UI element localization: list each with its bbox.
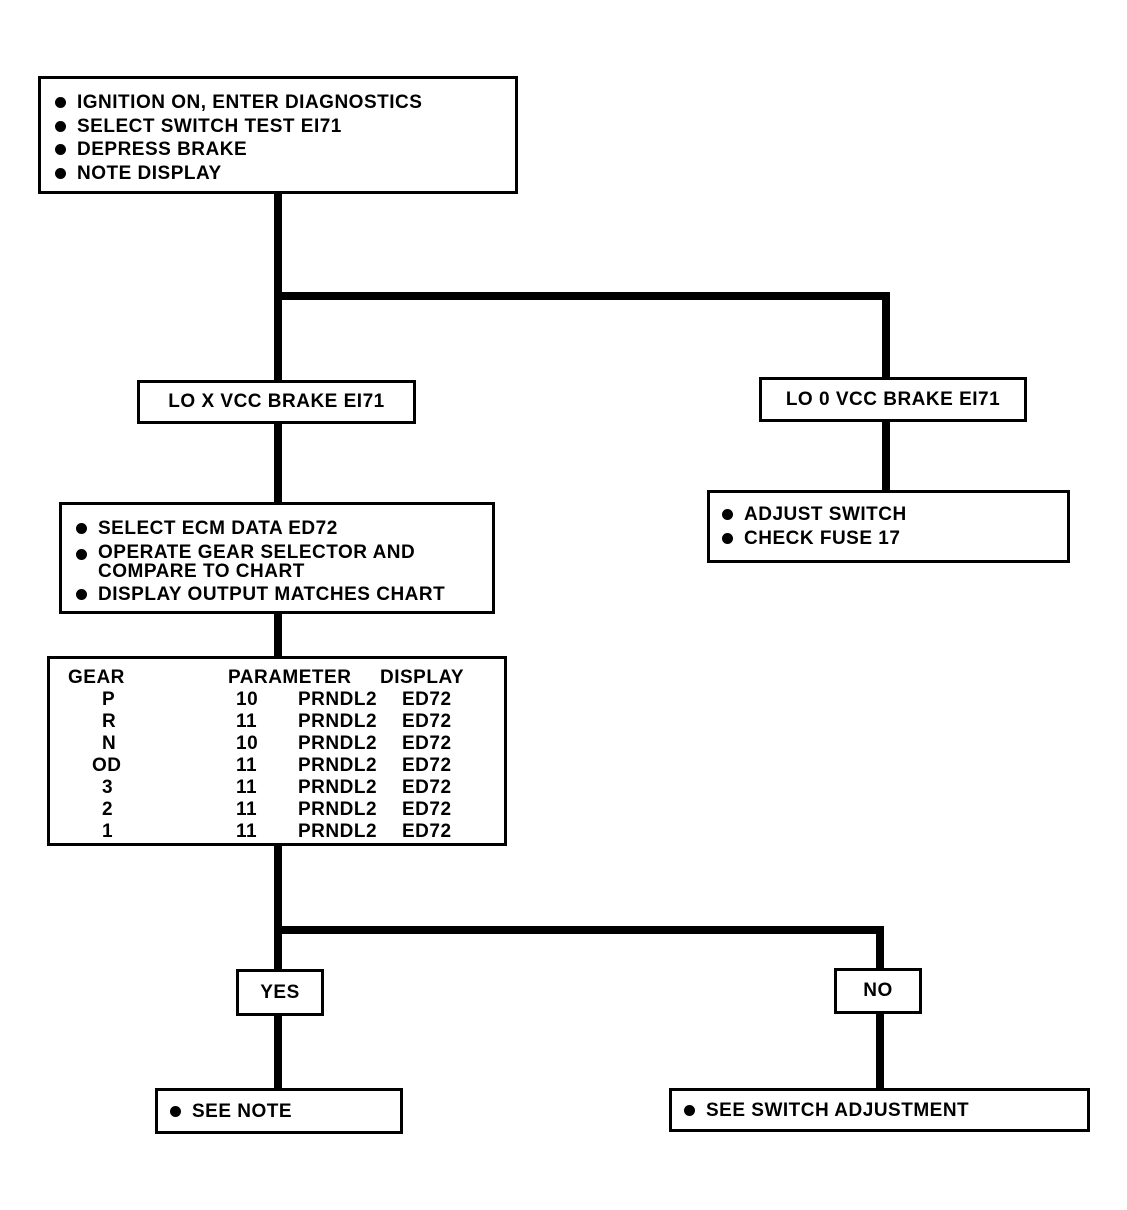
connector-right-label-down xyxy=(882,420,890,492)
bullet-icon xyxy=(76,523,87,534)
right-action-step: ADJUST SWITCH xyxy=(722,503,1067,527)
left-actions-list: SELECT ECM DATA ED72 OPERATE GEAR SELECT… xyxy=(76,517,492,606)
table-row: N 10 PRNDL2 ED72 xyxy=(102,733,452,754)
no-result-step: SEE SWITCH ADJUSTMENT xyxy=(684,1099,1087,1123)
gear-chart: GEAR PARAMETER DISPLAY P 10 PRNDL2 ED72 … xyxy=(50,659,504,843)
table-row: R 11 PRNDL2 ED72 xyxy=(102,711,452,732)
start-step: NOTE DISPLAY xyxy=(55,162,515,186)
bullet-icon xyxy=(684,1105,695,1116)
bullet-icon xyxy=(170,1106,181,1117)
start-steps-box: IGNITION ON, ENTER DIAGNOSTICS SELECT SW… xyxy=(38,76,518,194)
left-actions-box: SELECT ECM DATA ED72 OPERATE GEAR SELECT… xyxy=(59,502,495,614)
bullet-icon xyxy=(722,509,733,520)
header-parameter: PARAMETER xyxy=(228,667,352,688)
yes-result-step: SEE NOTE xyxy=(170,1100,400,1124)
bullet-icon xyxy=(76,548,87,560)
header-display: DISPLAY xyxy=(380,667,465,688)
connector-branch1-horizontal xyxy=(274,292,890,300)
start-steps-list: IGNITION ON, ENTER DIAGNOSTICS SELECT SW… xyxy=(55,91,515,185)
yes-result-list: SEE NOTE xyxy=(170,1100,400,1124)
connector-chart-down xyxy=(274,844,282,970)
connector-branch1-right-down xyxy=(882,292,890,378)
yes-label: YES xyxy=(236,969,324,1016)
yes-result-box: SEE NOTE xyxy=(155,1088,403,1134)
table-row: 1 11 PRNDL2 ED72 xyxy=(102,821,452,842)
connector-no-down xyxy=(876,1012,884,1090)
no-result-box: SEE SWITCH ADJUSTMENT xyxy=(669,1088,1090,1132)
right-result-label: LO 0 VCC BRAKE EI71 xyxy=(759,377,1027,422)
bullet-icon xyxy=(722,532,733,544)
start-step: SELECT SWITCH TEST EI71 xyxy=(55,115,515,139)
no-label: NO xyxy=(834,968,922,1014)
table-row: OD 11 PRNDL2 ED72 xyxy=(92,755,452,776)
gear-chart-header: GEAR PARAMETER DISPLAY xyxy=(50,667,504,689)
connector-left-label-down xyxy=(274,422,282,504)
bullet-icon xyxy=(55,120,66,132)
connector-branch2-right-down xyxy=(876,926,884,970)
header-gear: GEAR xyxy=(68,667,125,688)
left-action-step: DISPLAY OUTPUT MATCHES CHART xyxy=(76,581,492,607)
bullet-icon xyxy=(55,97,66,108)
left-result-label: LO X VCC BRAKE EI71 xyxy=(137,380,416,424)
table-row: P 10 PRNDL2 ED72 xyxy=(102,689,452,710)
start-step: IGNITION ON, ENTER DIAGNOSTICS xyxy=(55,91,515,115)
connector-actions-to-chart xyxy=(274,612,282,658)
connector-start-down xyxy=(274,192,282,388)
bullet-icon xyxy=(55,144,66,155)
right-actions-box: ADJUST SWITCH CHECK FUSE 17 xyxy=(707,490,1070,563)
connector-branch2-horizontal xyxy=(274,926,884,934)
right-action-step: CHECK FUSE 17 xyxy=(722,527,1067,551)
connector-yes-down xyxy=(274,1014,282,1090)
start-step: DEPRESS BRAKE xyxy=(55,138,515,162)
right-actions-list: ADJUST SWITCH CHECK FUSE 17 xyxy=(722,503,1067,550)
no-result-list: SEE SWITCH ADJUSTMENT xyxy=(684,1099,1087,1123)
gear-chart-box: GEAR PARAMETER DISPLAY P 10 PRNDL2 ED72 … xyxy=(47,656,507,846)
left-action-step: SELECT ECM DATA ED72 xyxy=(76,517,492,541)
bullet-icon xyxy=(55,167,66,179)
bullet-icon xyxy=(76,588,87,600)
table-row: 3 11 PRNDL2 ED72 xyxy=(102,777,452,798)
table-row: 2 11 PRNDL2 ED72 xyxy=(102,799,452,820)
